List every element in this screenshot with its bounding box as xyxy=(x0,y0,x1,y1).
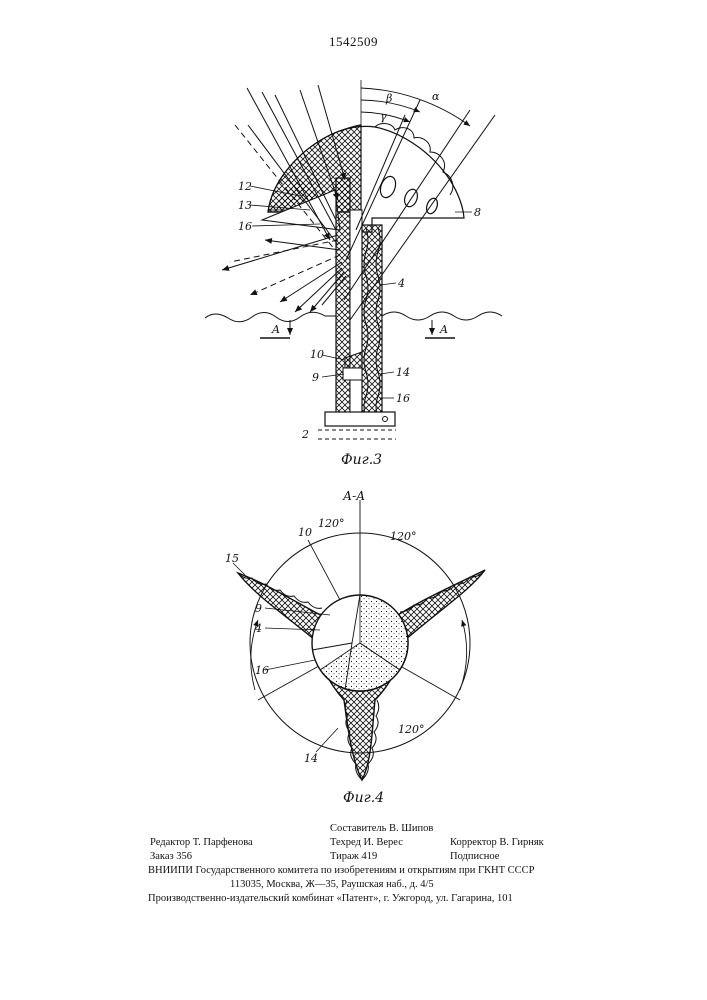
fig3-label-2: 2 xyxy=(301,428,309,441)
footer-editor: Редактор Т. Парфенова xyxy=(150,836,253,850)
footer-org-line: ВНИИПИ Государственного комитета по изоб… xyxy=(148,864,570,878)
fig4-angle-top-right: 120° xyxy=(390,530,417,543)
footer-address-line: 113035, Москва, Ж—35, Раушская наб., д. … xyxy=(230,878,570,892)
footer-corrector: Корректор В. Гирняк xyxy=(450,836,544,850)
fig4-label-4: 4 xyxy=(254,622,262,635)
fig3-label-16b: 16 xyxy=(396,392,410,405)
fig3-label-13: 13 xyxy=(238,199,252,212)
figure-4 xyxy=(233,500,485,780)
fig4-label-14: 14 xyxy=(304,752,318,765)
fig4-label-9: 9 xyxy=(255,602,262,615)
figure-4-caption: Фиг.4 xyxy=(343,790,384,806)
fig3-label-14: 14 xyxy=(396,366,410,379)
fig3-label-10: 10 xyxy=(310,348,324,361)
fig3-angle-alpha: α xyxy=(432,90,440,103)
publication-footer: Составитель В. Шипов Редактор Т. Парфено… xyxy=(150,822,570,906)
figure-3-caption: Фиг.3 xyxy=(341,452,382,468)
fig3-angle-gamma: γ xyxy=(380,110,387,123)
section-aa-title: А-А xyxy=(343,489,365,503)
fig3-section-a-right: A xyxy=(439,323,448,336)
post-left-wall xyxy=(336,178,350,418)
fig3-label-12: 12 xyxy=(238,180,252,193)
footer-techred: Техред И. Верес xyxy=(330,836,403,850)
footer-compiler: Составитель В. Шипов xyxy=(330,822,433,836)
fig4-label-10: 10 xyxy=(298,526,312,539)
footer-order: Заказ 356 xyxy=(150,850,192,864)
fig3-label-4: 4 xyxy=(397,277,405,290)
footer-circulation: Тираж 419 xyxy=(330,850,377,864)
fig4-angle-bottom: 120° xyxy=(398,723,425,736)
figure-3 xyxy=(205,80,502,439)
fig4-label-16: 16 xyxy=(255,664,269,677)
fig3-angle-beta: β xyxy=(385,92,392,105)
footer-publisher-line: Производственно-издательский комбинат «П… xyxy=(148,892,570,906)
fig4-angle-top-left: 120° xyxy=(318,517,345,530)
fig3-label-9: 9 xyxy=(312,371,319,384)
fig4-label-15: 15 xyxy=(225,552,239,565)
fig3-label-16a: 16 xyxy=(238,220,252,233)
fig3-label-8: 8 xyxy=(474,206,481,219)
footer-subscription: Подписное xyxy=(450,850,499,864)
fig3-section-a-left: A xyxy=(271,323,280,336)
